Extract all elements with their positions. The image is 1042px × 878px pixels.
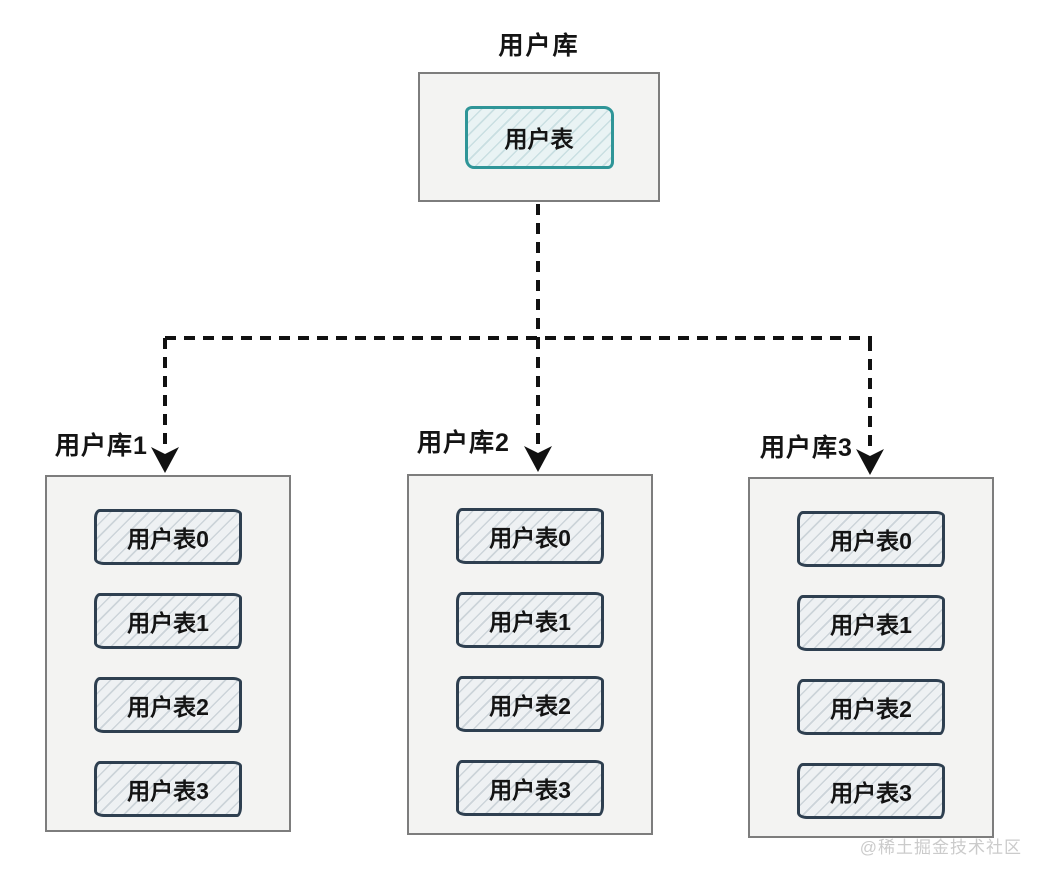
root-table-label: 用户表	[504, 126, 574, 152]
table-box: 用户表1	[94, 593, 242, 649]
table-label: 用户表3	[830, 780, 912, 806]
root-db-box: 用户表	[418, 72, 660, 202]
watermark: @稀土掘金技术社区	[859, 838, 1022, 857]
table-label: 用户表1	[830, 612, 912, 638]
arrow-down-icon	[151, 447, 179, 473]
root-db-title: 用户库	[498, 32, 580, 60]
shard3-db-box: 用户表0 用户表1 用户表2 用户表3	[748, 477, 994, 838]
arrow-down-icon	[524, 446, 552, 472]
table-box: 用户表1	[456, 592, 604, 648]
shard1-db-box: 用户表0 用户表1 用户表2 用户表3	[45, 475, 291, 832]
table-box: 用户表0	[456, 508, 604, 564]
table-label: 用户表2	[489, 693, 571, 719]
table-box: 用户表3	[797, 763, 945, 819]
table-label: 用户表3	[127, 778, 209, 804]
table-box: 用户表3	[456, 760, 604, 816]
table-box: 用户表2	[797, 679, 945, 735]
table-box: 用户表2	[456, 676, 604, 732]
root-table-box: 用户表	[464, 105, 614, 169]
connector-shard2-down	[536, 338, 540, 444]
shard2-db-box: 用户表0 用户表1 用户表2 用户表3	[407, 474, 653, 835]
connector-root-down	[536, 204, 540, 338]
table-box: 用户表1	[797, 595, 945, 651]
table-label: 用户表0	[489, 525, 571, 551]
table-box: 用户表2	[94, 677, 242, 733]
shard3-label: 用户库3	[760, 434, 853, 462]
table-box: 用户表3	[94, 761, 242, 817]
shard2-label: 用户库2	[417, 429, 510, 457]
table-box: 用户表0	[94, 509, 242, 565]
table-label: 用户表1	[127, 610, 209, 636]
connector-horizontal	[165, 336, 872, 340]
table-box: 用户表0	[797, 511, 945, 567]
table-label: 用户表1	[489, 609, 571, 635]
table-label: 用户表2	[127, 694, 209, 720]
arrow-down-icon	[856, 449, 884, 475]
table-label: 用户表2	[830, 696, 912, 722]
table-label: 用户表0	[127, 526, 209, 552]
connector-shard3-down	[868, 340, 872, 447]
connector-shard1-down	[163, 338, 167, 445]
table-label: 用户表0	[830, 528, 912, 554]
shard1-label: 用户库1	[55, 432, 148, 460]
table-label: 用户表3	[489, 777, 571, 803]
